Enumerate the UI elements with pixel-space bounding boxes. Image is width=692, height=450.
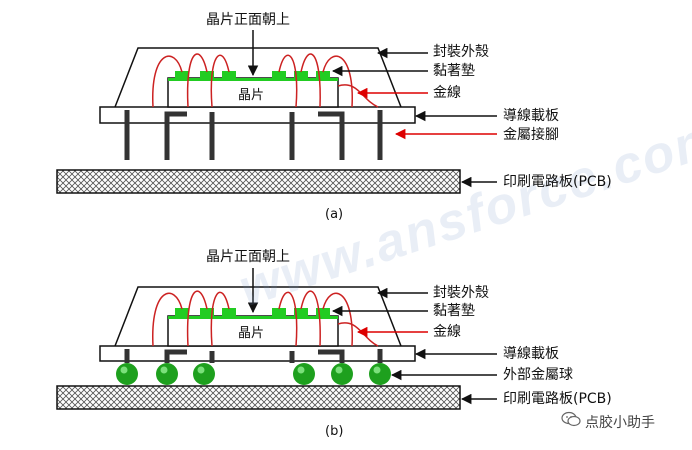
lead-frame-a [99,106,416,124]
label-gold-wire-a: 金線 [433,85,461,101]
metal-pins-a [124,110,383,160]
chip-label-b: 晶片 [238,326,265,341]
label-adhesive-b: 黏著墊 [433,303,475,319]
label-pins-a: 金屬接腳 [503,127,559,143]
wechat-icon [561,411,581,427]
top-label-a: 晶片正面朝上 [206,12,290,28]
chip-b [167,315,339,347]
caption-b: (b) [325,424,344,439]
chip-a [167,77,339,108]
label-balls-b: 外部金屬球 [503,367,573,383]
package-outline-b [114,286,402,347]
panel-a [56,30,497,194]
caption-a: (a) [325,207,344,222]
package-outline-a [114,47,402,108]
label-adhesive-a: 黏著墊 [433,63,475,79]
label-pcb-b: 印刷電路板(PCB) [503,391,612,407]
chip-label-a: 晶片 [238,88,265,103]
label-pcb-a: 印刷電路板(PCB) [503,174,612,190]
adhesive-pads-a [168,71,338,81]
lead-frame-b [99,345,416,362]
brand-name: 点胶小助手 [585,415,655,431]
pcb-a [56,169,461,194]
label-gold-wire-b: 金線 [433,324,461,340]
solder-balls-b [116,363,391,385]
panel-b [56,268,497,410]
label-lead-frame-a: 導線載板 [503,108,559,124]
adhesive-pads-b [168,308,338,319]
gold-wires-b [152,290,379,347]
gold-wires-a [152,53,379,108]
pcb-b [56,385,461,410]
label-lead-frame-b: 導線載板 [503,346,559,362]
top-label-b: 晶片正面朝上 [206,249,290,265]
inner-traces-b [124,349,383,363]
label-package-a: 封裝外殼 [433,44,489,60]
label-package-b: 封裝外殼 [433,285,489,301]
